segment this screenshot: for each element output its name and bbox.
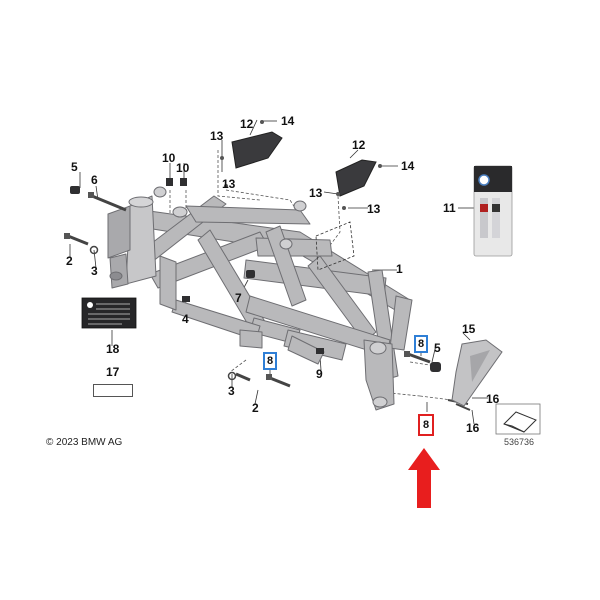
part-label-2: 2	[66, 254, 73, 268]
diagram-symbol	[495, 403, 541, 435]
part-label-8-highlighted: 8	[414, 335, 428, 353]
part-label-13: 13	[309, 186, 323, 200]
part-label-5: 5	[71, 160, 78, 174]
part-label-10: 10	[162, 151, 176, 165]
part-17-placeholder-box	[93, 384, 133, 397]
part-label-8-selected: 8	[418, 414, 434, 436]
frame-assembly	[107, 186, 413, 411]
part-label-18: 18	[106, 342, 120, 356]
part-label-9: 9	[316, 367, 323, 381]
diagram-number: 536736	[504, 437, 535, 447]
part-12-cover-left	[231, 131, 283, 169]
part-label-3: 3	[91, 264, 98, 278]
part-label-10: 10	[176, 161, 190, 175]
touch-up-paint-kit	[473, 165, 513, 257]
part-label-3: 3	[228, 384, 235, 398]
fasteners	[64, 120, 471, 411]
bracket	[315, 221, 355, 271]
part-label-2: 2	[252, 401, 259, 415]
part-label-5: 5	[434, 341, 441, 355]
part-12-cover-right	[335, 159, 377, 197]
bmw-logo-icon	[478, 174, 490, 186]
part-label-17: 17	[106, 365, 120, 379]
part-label-11: 11	[443, 201, 456, 215]
red-arrow-indicator	[408, 448, 440, 508]
part-label-13: 13	[222, 177, 236, 191]
bmw-logo-icon	[87, 302, 93, 308]
part-label-4: 4	[182, 312, 189, 326]
part-label-12: 12	[352, 138, 366, 152]
copyright-text: © 2023 BMW AG	[46, 437, 123, 448]
part-label-6: 6	[91, 173, 98, 187]
part-label-15: 15	[462, 322, 476, 336]
part-label-12: 12	[240, 117, 254, 131]
part-label-8-highlighted: 8	[263, 352, 277, 370]
part-label-14: 14	[281, 114, 295, 128]
part-label-13: 13	[367, 202, 381, 216]
part-label-16: 16	[486, 392, 500, 406]
part-label-14: 14	[401, 159, 415, 173]
part-15-detail	[470, 350, 490, 382]
type-plate	[81, 297, 137, 329]
part-label-13: 13	[210, 129, 224, 143]
part-label-1: 1	[396, 262, 403, 276]
part-label-7: 7	[235, 291, 242, 305]
part-label-16: 16	[466, 421, 480, 435]
